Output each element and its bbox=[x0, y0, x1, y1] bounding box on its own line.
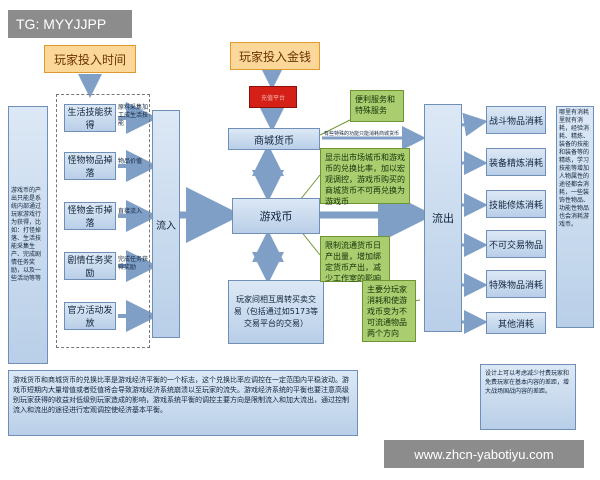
time-input-label: 玩家投入时间 bbox=[44, 45, 136, 73]
mall-link-note: 有些特殊的功能只能消耗商城货币 bbox=[324, 131, 400, 137]
source-monster-gold: 怪物金币掉落 bbox=[64, 202, 116, 230]
red-box: 充值平台 bbox=[249, 86, 297, 108]
sink-skill-training: 技能修炼消耗 bbox=[486, 190, 546, 218]
outflow-column: 流出 bbox=[424, 104, 462, 332]
source-monster-item: 怪物物品掉落 bbox=[64, 152, 116, 180]
green-note-service: 便利服务和特殊服务 bbox=[350, 90, 404, 122]
watermark-top: TG: MYYJJPP bbox=[8, 10, 132, 38]
mall-currency-box: 商城货币 bbox=[228, 128, 320, 150]
bottom-description: 游戏货币和商城货币的兑换比率是游戏经济平衡的一个标志，这个兑换比率应调控在一定范… bbox=[8, 370, 358, 436]
sink-other: 其他消耗 bbox=[486, 312, 546, 334]
bottom-right-note: 设计上可以考虑减少付费玩家和免费玩家在基本内容的差距，增大战场国战内容的差距。 bbox=[480, 364, 576, 430]
inflow-column: 流入 bbox=[152, 110, 180, 338]
game-currency-box: 游戏币 bbox=[232, 198, 320, 234]
money-input-label: 玩家投入金钱 bbox=[230, 42, 320, 70]
source-life-skill: 生活技能获得 bbox=[64, 104, 116, 132]
right-description: 哪里有消耗里就有消耗，经验消耗、精炼、装备的技能和装备等的精练，学习技能等增加人… bbox=[556, 106, 594, 328]
green-note-consume-direction: 主要分玩家消耗和使游戏币变为不可流通物品两个方向 bbox=[362, 280, 416, 342]
source-quest-reward: 剧情任务奖励 bbox=[64, 252, 116, 280]
sink-combat-items: 战斗物品消耗 bbox=[486, 106, 546, 134]
sink-untradeable: 不可交易物品 bbox=[486, 230, 546, 258]
sink-equipment-refine: 装备精炼消耗 bbox=[486, 148, 546, 176]
trade-box: 玩家间相互周转买卖交易（包括通过如5173等交易平台的交易） bbox=[228, 280, 324, 344]
green-note-limit-output: 限制流通货币日产出量，增加绑定货币产出，减少工作室的影响 bbox=[320, 236, 390, 283]
left-description: 游戏币的产出只能是系统内部通过玩家游戏行为获得，比如：打怪掉落、生活技能采集生产… bbox=[8, 106, 48, 364]
source-note-monster-gold: 直接流入 bbox=[118, 208, 143, 215]
source-note-monster-item: 物品价值 bbox=[118, 158, 143, 165]
sources-group bbox=[56, 94, 150, 348]
green-note-exchange-rate: 显示出市场城币和游戏币的兑换比率，加以宏观调控，游戏币购买的商城货币不可再兑换为… bbox=[320, 148, 410, 206]
source-note-life-skill: 原料采集加工成生活技能 bbox=[118, 104, 149, 127]
source-official-event: 官方活动发放 bbox=[64, 302, 116, 330]
sink-special-items: 特殊物品消耗 bbox=[486, 270, 546, 298]
watermark-bottom: www.zhcn-yabotiyu.com bbox=[384, 440, 584, 468]
source-note-quest: 完成任务获得奖励 bbox=[118, 256, 149, 271]
